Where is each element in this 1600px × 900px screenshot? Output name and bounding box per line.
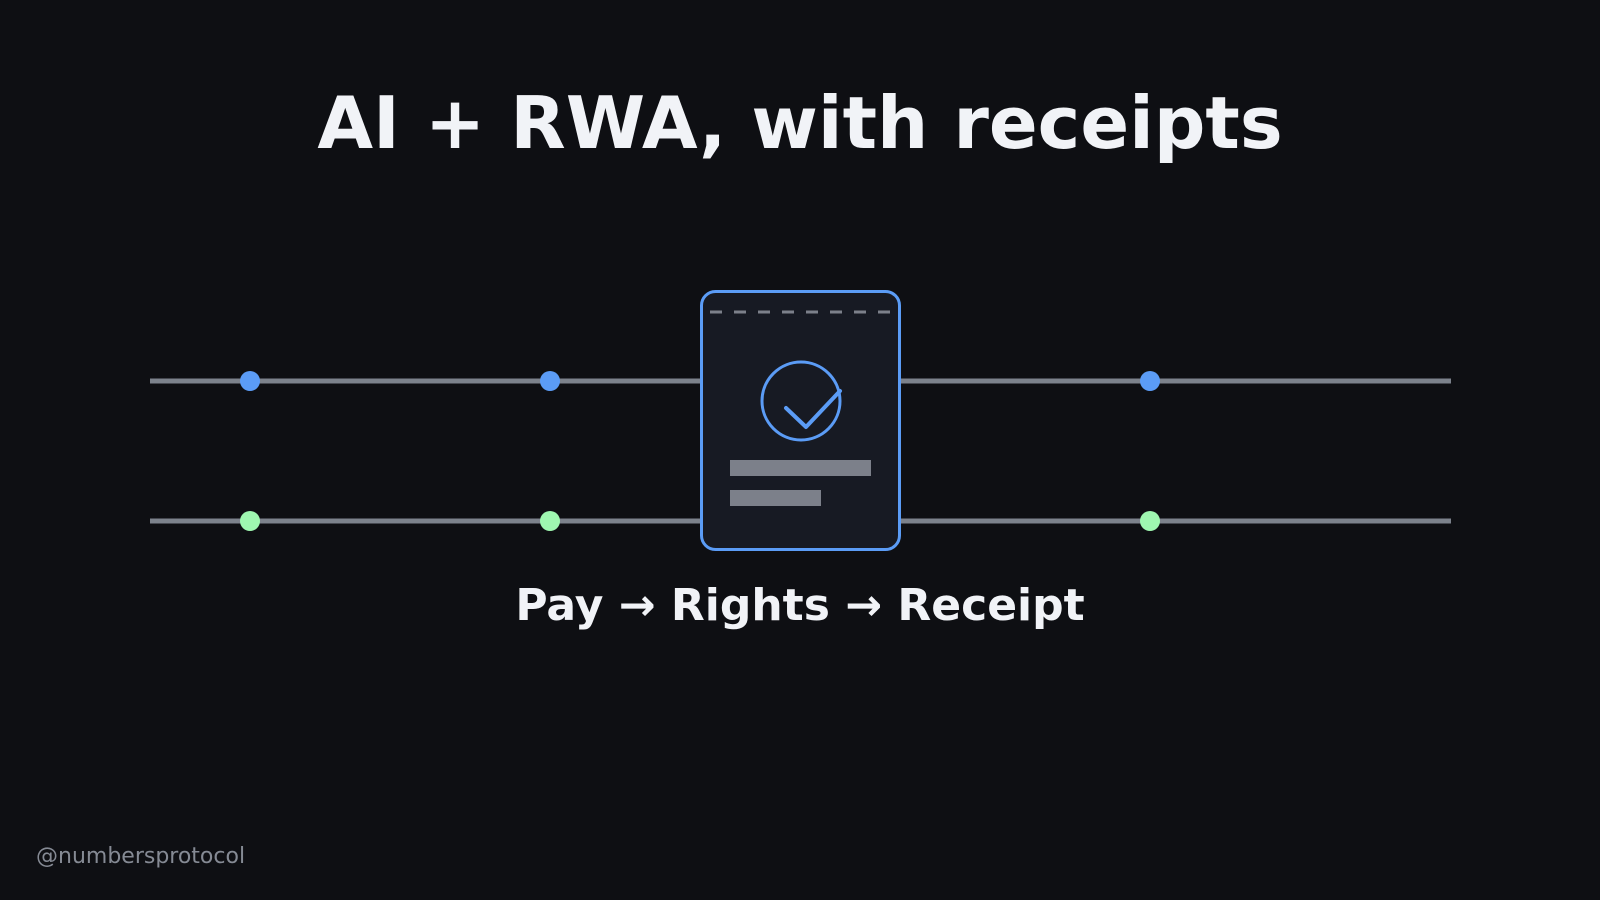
flow-caption: Pay → Rights → Receipt <box>515 580 1085 631</box>
receipt-line-long <box>730 460 871 476</box>
node-bottom-3 <box>1140 511 1160 531</box>
node-bottom-2 <box>540 511 560 531</box>
node-top-1 <box>240 371 260 391</box>
receipt-line-short <box>730 490 821 506</box>
receipt-icon <box>700 290 901 551</box>
node-bottom-1 <box>240 511 260 531</box>
check-mark <box>784 389 842 429</box>
check-circle <box>760 360 842 442</box>
node-top-2 <box>540 371 560 391</box>
page-title: AI + RWA, with receipts <box>317 81 1283 165</box>
social-handle: @numbersprotocol <box>36 844 246 869</box>
check-circle-icon <box>760 360 842 442</box>
node-top-3 <box>1140 371 1160 391</box>
